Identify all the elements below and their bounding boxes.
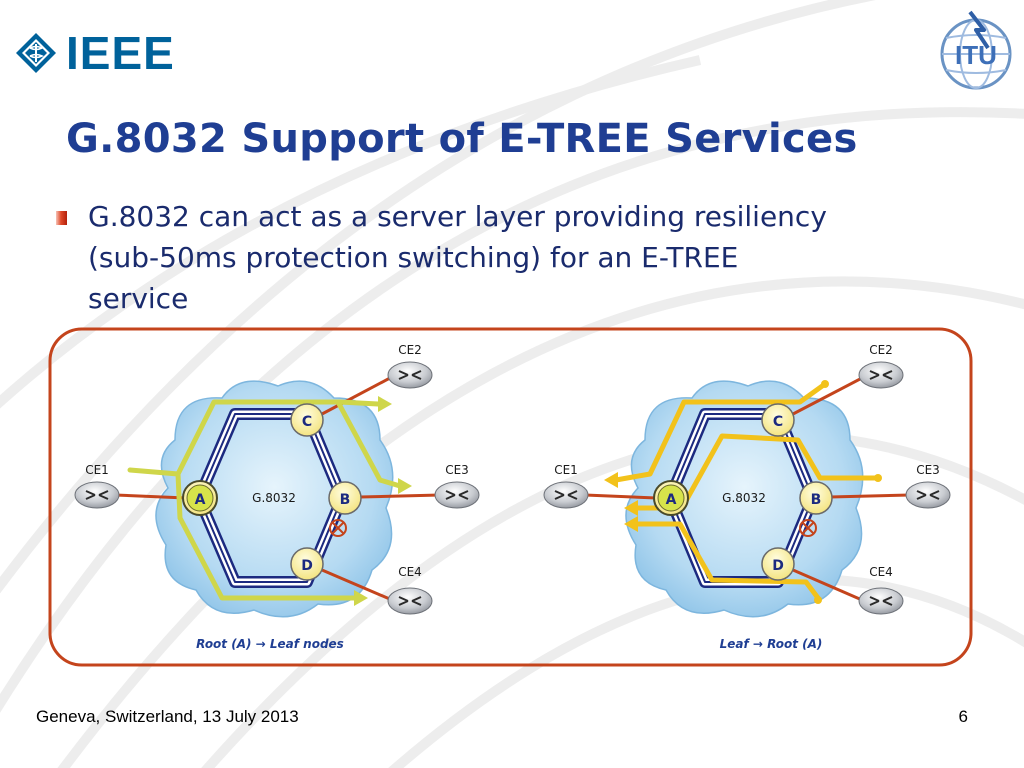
bullet-line-1: G.8032 can act as a server layer providi…: [88, 200, 827, 233]
panel-caption: Root (A) → Leaf nodes: [196, 637, 344, 651]
panel-caption: Leaf → Root (A): [720, 637, 823, 651]
router-icon: [387, 587, 433, 615]
ce-links: [114, 376, 441, 602]
bullet-marker-icon: [56, 211, 67, 225]
node-label: A: [666, 492, 677, 508]
arrow-right-icon: [354, 396, 412, 606]
panel-root-to-leaf: A B C D G.8032: [74, 343, 480, 651]
ieee-logo: IEEE: [14, 30, 175, 76]
ring-node-a: A: [653, 480, 689, 516]
node-label: D: [301, 558, 313, 574]
ring-label: G.8032: [252, 491, 296, 505]
node-label: C: [773, 414, 783, 430]
node-label: B: [811, 492, 822, 508]
traffic-paths: [127, 399, 403, 601]
router-icon: [434, 481, 480, 509]
blocked-port-icon: [329, 519, 347, 537]
ce-links: [584, 376, 911, 602]
router-icon: [858, 587, 904, 615]
router-icon: [387, 361, 433, 389]
ce-label: CE4: [398, 565, 422, 579]
ce-label: CE3: [916, 463, 940, 477]
bullet-line-3: service: [88, 282, 189, 315]
router-icon: [543, 481, 589, 509]
ring-node-c: C: [761, 403, 795, 437]
page-number: 6: [958, 707, 968, 726]
footer-location-date: Geneva, Switzerland, 13 July 2013: [36, 707, 299, 726]
cloud-shape: [155, 380, 394, 618]
cloud-shape: [625, 380, 864, 618]
node-label: D: [772, 558, 784, 574]
itu-wordmark: ITU: [955, 40, 997, 70]
ce-label: CE1: [85, 463, 109, 477]
ieee-wordmark: IEEE: [66, 27, 175, 79]
itu-globe-icon: ITU: [940, 10, 1012, 90]
ring-label: G.8032: [722, 491, 766, 505]
bullet-line-2: (sub-50ms protection switching) for an E…: [88, 241, 739, 274]
arrow-right-icon: [604, 380, 882, 604]
ring-node-d: D: [290, 547, 324, 581]
ce-label: CE3: [445, 463, 469, 477]
blocked-port-icon: [799, 519, 817, 537]
ce-label: CE4: [869, 565, 893, 579]
slide-title: G.8032 Support of E-TREE Services: [66, 116, 858, 162]
diagram-frame: [48, 327, 973, 667]
ring-node-d: D: [761, 547, 795, 581]
node-label: B: [340, 492, 351, 508]
panel-leaf-to-root: A B C D G.8032: [543, 343, 951, 651]
ring-node-b: B: [799, 481, 833, 515]
bullet-text: G.8032 can act as a server layer providi…: [88, 196, 1008, 319]
ring-node-b: B: [328, 481, 362, 515]
ring-node-a: A: [182, 480, 218, 516]
ce-label: CE2: [398, 343, 422, 357]
ce-label: CE1: [554, 463, 578, 477]
node-label: C: [302, 414, 312, 430]
router-icon: [74, 481, 120, 509]
ring-node-c: C: [290, 403, 324, 437]
router-icon: [858, 361, 904, 389]
ieee-diamond-icon: [16, 33, 56, 73]
router-icon: [905, 481, 951, 509]
node-label: A: [195, 492, 206, 508]
ce-label: CE2: [869, 343, 893, 357]
